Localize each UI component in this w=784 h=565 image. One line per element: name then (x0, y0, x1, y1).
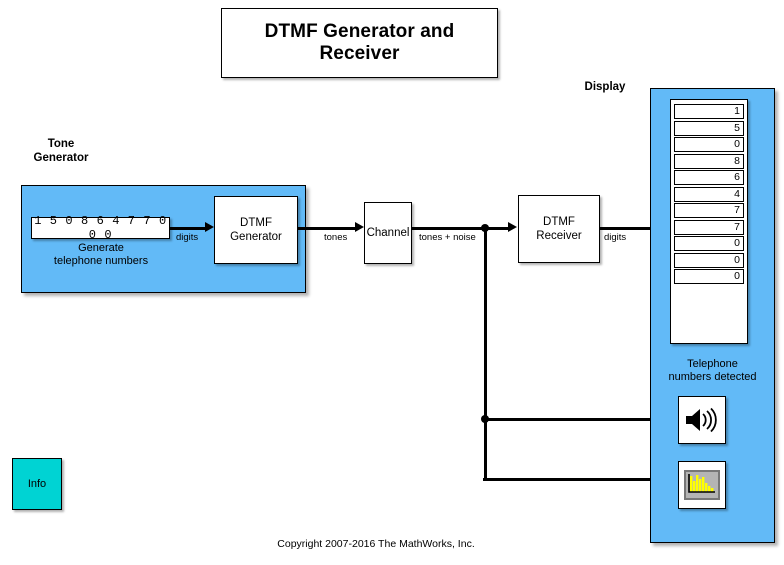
detected-digit-cell: 8 (674, 153, 744, 169)
arrowhead-channel-in (355, 222, 364, 232)
info-button[interactable]: Info (12, 458, 62, 510)
channel-block[interactable]: Channel (364, 202, 412, 264)
detected-digit-cell: 0 (674, 137, 744, 152)
arrowhead-generator-in (205, 222, 214, 232)
tone-generator-caption: Tone Generator (33, 138, 89, 164)
info-label: Info (27, 478, 47, 490)
wire-branch-trunk (483, 227, 487, 481)
signal-label-tones-plus-noise: tones + noise (419, 232, 476, 243)
wire-channel-to-receiver (412, 227, 510, 230)
wire-to-scope-sink (483, 478, 672, 481)
dtmf-generator-block[interactable]: DTMF Generator (214, 196, 298, 264)
detected-digit-cell: 0 (674, 236, 744, 251)
arrowhead-receiver-in (508, 222, 517, 232)
dtmf-generator-label: DTMF Generator (230, 217, 282, 243)
audio-sink-block[interactable] (678, 396, 726, 444)
signal-label-digits-out: digits (176, 232, 199, 243)
wire-receiver-to-display (600, 227, 666, 230)
detected-digit-cell: 5 (674, 120, 744, 136)
dtmf-receiver-label: DTMF Receiver (536, 216, 582, 242)
wire-digits-to-generator (170, 227, 206, 230)
telephone-number-source-display[interactable]: 1 5 0 8 6 4 7 7 0 0 0 (31, 214, 170, 242)
detected-digit-cell: 0 (674, 269, 744, 284)
spectrum-scope-icon (684, 470, 720, 500)
detected-digit-cell: 6 (674, 170, 744, 185)
dtmf-receiver-block[interactable]: DTMF Receiver (518, 195, 600, 263)
telephone-number-value: 1 5 0 8 6 4 7 7 0 0 0 (34, 214, 167, 242)
display-caption: Display (584, 81, 626, 93)
detected-digit-cell: 7 (674, 203, 744, 218)
signal-label-digits-detected: digits (604, 232, 627, 243)
detected-digit-cell: 4 (674, 186, 744, 202)
detected-digit-cell: 7 (674, 219, 744, 235)
speaker-icon (686, 407, 717, 433)
scope-sink-block[interactable] (678, 461, 726, 509)
signal-label-tones: tones (324, 232, 348, 243)
page-title: DTMF Generator and Receiver (264, 21, 455, 64)
channel-label: Channel (366, 227, 410, 239)
wire-generator-to-channel (298, 227, 356, 230)
generate-telephone-numbers-label: Generate telephone numbers (53, 242, 149, 267)
copyright-notice: Copyright 2007-2016 The MathWorks, Inc. (277, 538, 475, 550)
model-title-block: DTMF Generator and Receiver (221, 8, 498, 78)
detected-digit-cell: 0 (674, 252, 744, 268)
wire-to-audio-sink (483, 418, 672, 421)
detected-digit-cell: 1 (674, 104, 744, 119)
telephone-numbers-detected-label: Telephone numbers detected (668, 358, 757, 383)
